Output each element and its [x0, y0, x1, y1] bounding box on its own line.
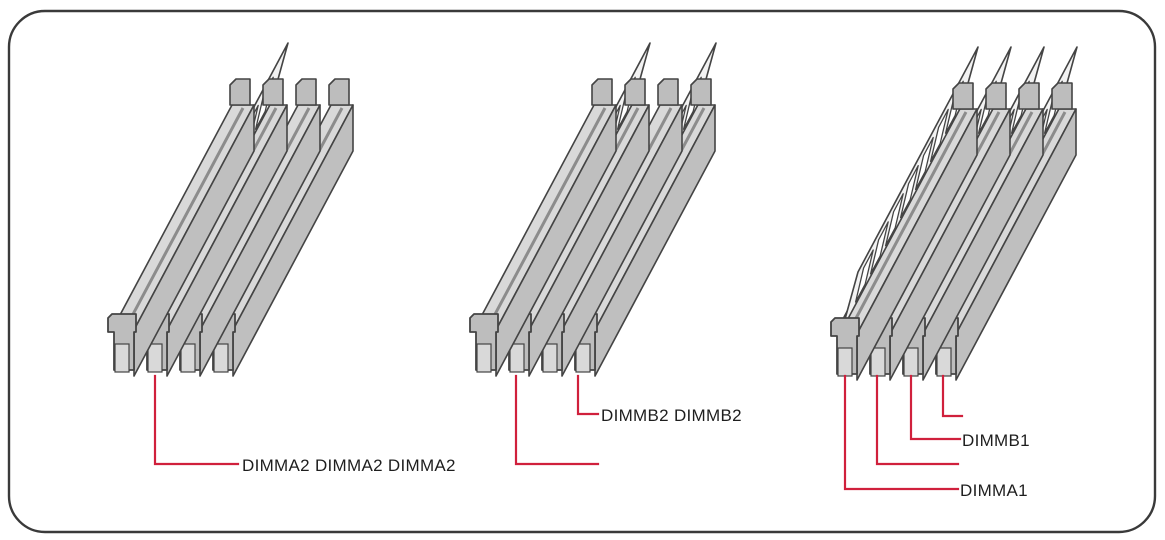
rear-latch: [328, 78, 350, 106]
slot-channel: [483, 107, 607, 334]
latch-window: [837, 347, 853, 377]
latch-window: [870, 347, 886, 377]
latch-window: [575, 343, 591, 373]
latch-window: [509, 343, 525, 373]
leader-line-dimma2-single: [153, 374, 240, 466]
memory-module: [841, 46, 979, 331]
latch-window: [180, 343, 196, 373]
slot-channel: [121, 107, 245, 334]
leader-line-dimma2-quad: [875, 374, 960, 466]
rear-latch: [690, 78, 712, 106]
module-chip: [929, 108, 949, 163]
slot-dimma1: [830, 46, 979, 381]
rear-latch: [1018, 82, 1040, 110]
leader-line-dimma1-quad: [843, 374, 960, 491]
rear-latch: [657, 78, 679, 106]
rear-latch: [591, 78, 613, 106]
module-chip: [914, 136, 934, 191]
slot-channel: [844, 111, 968, 338]
diagram-frame: [7, 9, 1157, 534]
latch-window: [542, 343, 558, 373]
module-chip: [884, 193, 904, 247]
leader-line-dimma2-dual: [514, 374, 600, 466]
rear-latch: [985, 82, 1007, 110]
rear-latch: [624, 78, 646, 106]
module-chip: [899, 164, 919, 219]
config-two-modules: [469, 42, 717, 377]
label-dimmb2-dual: DIMMB2 DIMMB2: [601, 406, 742, 425]
label-dimma2-single: DIMMA2 DIMMA2 DIMMA2: [242, 456, 456, 475]
module-chip: [854, 249, 874, 303]
config-four-modules: [830, 46, 1078, 381]
module-chip: [869, 221, 889, 275]
leader-line-dimmb2-dual: [576, 374, 600, 416]
leader-line-dimmb2-quad: [941, 374, 964, 418]
config-one-module: [107, 42, 354, 377]
latch-window: [114, 343, 130, 373]
rear-latch: [262, 78, 284, 106]
label-dimma1-quad: DIMMA1: [960, 481, 1028, 500]
rear-latch: [1051, 82, 1073, 110]
latch-window: [476, 343, 492, 373]
slot-dimma1: [469, 78, 617, 377]
slot-dimma1: [107, 78, 255, 377]
latch-window: [213, 343, 229, 373]
rear-latch: [295, 78, 317, 106]
label-dimmb1-quad: DIMMB1: [962, 431, 1030, 450]
rear-latch: [952, 82, 974, 110]
leader-line-dimmb1-quad: [909, 374, 962, 441]
latch-window: [903, 347, 919, 377]
latch-window: [147, 343, 163, 373]
latch-window: [936, 347, 952, 377]
rear-latch: [229, 78, 251, 106]
